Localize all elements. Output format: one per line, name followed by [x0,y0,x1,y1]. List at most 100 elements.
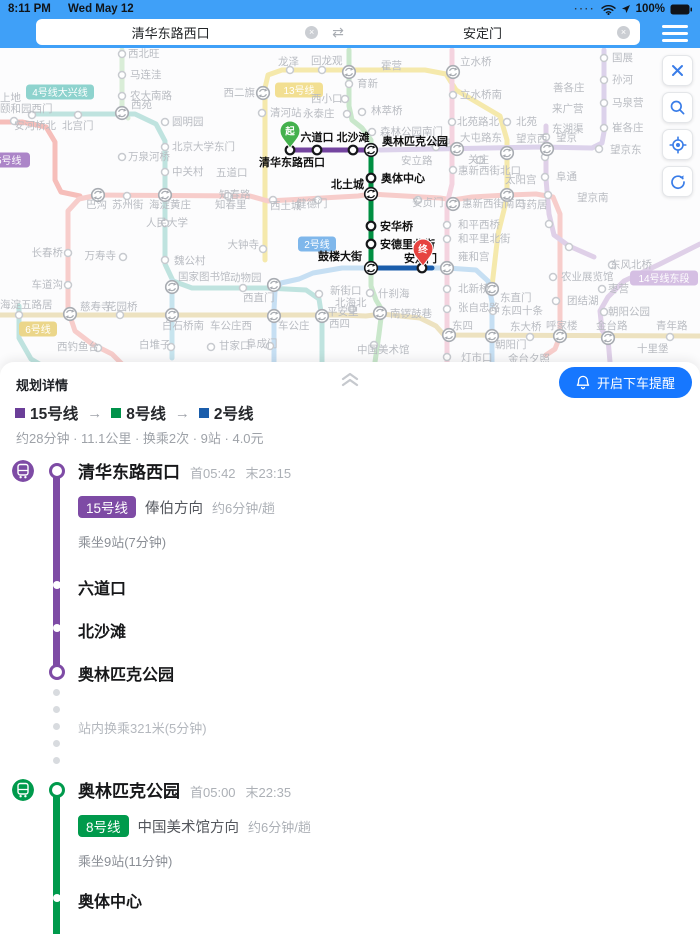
svg-text:北苑: 北苑 [516,115,537,128]
svg-text:东直门: 东直门 [500,291,532,304]
svg-text:马连洼: 马连洼 [130,68,162,81]
origin-value[interactable]: 清华东路西口 [131,25,210,41]
status-right: ···· 100% [574,3,692,15]
status-time: 8:11 PM [8,3,51,15]
alight-reminder-label: 开启下车提醒 [596,376,675,391]
svg-text:鼓楼大街: 鼓楼大街 [318,249,362,263]
svg-text:大钟寺: 大钟寺 [228,238,260,251]
svg-text:望京南: 望京南 [577,191,609,204]
leg2-start-row[interactable]: 奥林匹克公园 首05:00 末22:35 [78,777,291,802]
clear-origin-icon[interactable]: × [305,25,319,39]
close-map-button[interactable] [662,55,693,86]
svg-text:西小口: 西小口 [311,93,343,105]
destination-field[interactable]: 安定门 × [348,19,640,45]
origin-field[interactable]: 清华东路西口 × [36,19,328,45]
svg-text:中国美术馆: 中国美术馆 [357,343,410,356]
leg1-start-row[interactable]: 清华东路西口 首05:42 末23:15 [78,458,291,483]
transfer-note: 站内换乘321米(5分钟) [78,721,207,736]
clear-destination-icon[interactable]: × [617,25,631,39]
refresh-button[interactable] [662,166,693,197]
leg1-stop-3[interactable]: 奥林匹克公园 [78,667,175,684]
svg-text:知春路: 知春路 [219,188,251,201]
legend-arrow: → [87,404,103,422]
status-bar: 8:11 PM Wed May 12 ···· 100% [0,0,700,18]
svg-text:善各庄: 善各庄 [553,81,585,94]
svg-text:东四: 东四 [452,319,473,332]
search-icon [670,100,685,115]
svg-text:太阳宫: 太阳宫 [505,173,537,186]
svg-text:西二旗: 西二旗 [224,86,256,99]
svg-text:育新: 育新 [357,77,378,90]
svg-text:望京: 望京 [556,131,577,144]
svg-text:大屯: 大屯 [430,136,451,149]
svg-text:什刹海: 什刹海 [378,287,410,300]
leg1-frequency: 约6分钟/趟 [212,500,275,516]
svg-text:北沙滩: 北沙滩 [337,130,370,144]
svg-text:崔各庄: 崔各庄 [612,121,644,134]
svg-text:长春桥: 长春桥 [32,247,64,259]
svg-text:北海北: 北海北 [335,296,367,309]
svg-text:北土城: 北土城 [331,177,364,191]
svg-text:新街口: 新街口 [330,284,362,297]
svg-text:魏公村: 魏公村 [174,254,206,267]
alight-reminder-button[interactable]: 开启下车提醒 [558,367,692,398]
svg-text:东大桥: 东大桥 [510,320,542,333]
leg2-direction: 中国美术馆方向 [137,819,240,836]
swap-icon[interactable]: ⇄ [332,23,344,40]
destination-value[interactable]: 安定门 [462,25,502,41]
svg-text:孙河: 孙河 [612,73,633,86]
leg1-stop-1[interactable]: 六道口 [78,581,127,598]
search-box: 清华东路西口 × ⇄ 安定门 × [36,19,640,45]
svg-text:十里堡: 十里堡 [637,342,669,355]
svg-text:2号线: 2号线 [304,238,330,251]
svg-text:西土城: 西土城 [270,199,302,212]
trip-summary: 约28分钟 · 11.1公里 · 换乘2次 · 9站 · 4.0元 [16,431,264,446]
metro-line-icon [12,460,34,482]
svg-text:6号线: 6号线 [25,323,51,336]
collapse-chevron-icon[interactable] [336,367,364,387]
metro-map[interactable]: 4号线大兴线13号线15号线2号线6号线14号线东段西北旺马连洼农大南路西苑清河… [0,47,700,384]
svg-text:车公庄: 车公庄 [278,319,310,332]
leg2-stop-1[interactable]: 奥体中心 [78,894,143,911]
svg-text:芍药居: 芍药居 [516,198,548,211]
svg-text:金台路: 金台路 [596,319,628,332]
line-color-swatch [111,408,122,418]
svg-text:青年路: 青年路 [656,319,688,332]
leg2-start-station: 奥林匹克公园 [78,782,180,801]
leg2-last-train: 末22:35 [245,785,292,800]
svg-text:林萃桥: 林萃桥 [371,104,403,117]
search-map-button[interactable] [662,92,693,123]
leg1-stop-2[interactable]: 北沙滩 [78,624,127,641]
leg1-line-badge: 15号线 [78,496,137,518]
metro-map-svg[interactable]: 4号线大兴线13号线15号线2号线6号线14号线东段西北旺马连洼农大南路西苑清河… [0,47,700,384]
leg1-rail [53,471,60,672]
legend-line-1-label: 15号线 [30,406,79,423]
refresh-icon [670,174,685,189]
svg-text:农大南路: 农大南路 [130,89,172,102]
leg2-stop-dot [52,894,61,902]
bell-icon [576,375,590,390]
svg-text:惠新西街北口: 惠新西街北口 [458,164,521,177]
svg-text:北新桥: 北新桥 [458,282,490,295]
svg-text:北宫门: 北宫门 [62,119,94,132]
status-date: Wed May 12 [68,3,134,15]
locate-button[interactable] [662,129,693,160]
svg-text:巴沟: 巴沟 [86,198,107,211]
svg-text:西北旺: 西北旺 [128,48,160,60]
wifi-icon [600,4,616,15]
svg-text:起: 起 [284,126,295,138]
svg-text:车公庄西: 车公庄西 [210,319,252,332]
svg-text:安立路: 安立路 [401,154,433,167]
cellular-signal-icon: ···· [574,3,596,15]
leg1-ride-info: 乘坐9站(7分钟) [78,535,167,550]
svg-text:海淀黄庄: 海淀黄庄 [149,198,191,211]
menu-icon[interactable] [662,25,688,42]
svg-text:知春里: 知春里 [215,198,247,211]
svg-text:马泉营: 马泉营 [612,96,644,109]
leg1-end-dot [48,664,65,680]
svg-text:苏州街: 苏州街 [112,198,144,211]
locate-icon [668,135,687,154]
svg-text:安河桥北: 安河桥北 [14,119,56,132]
svg-text:西直门: 西直门 [243,291,275,304]
line-color-swatch [198,408,209,418]
